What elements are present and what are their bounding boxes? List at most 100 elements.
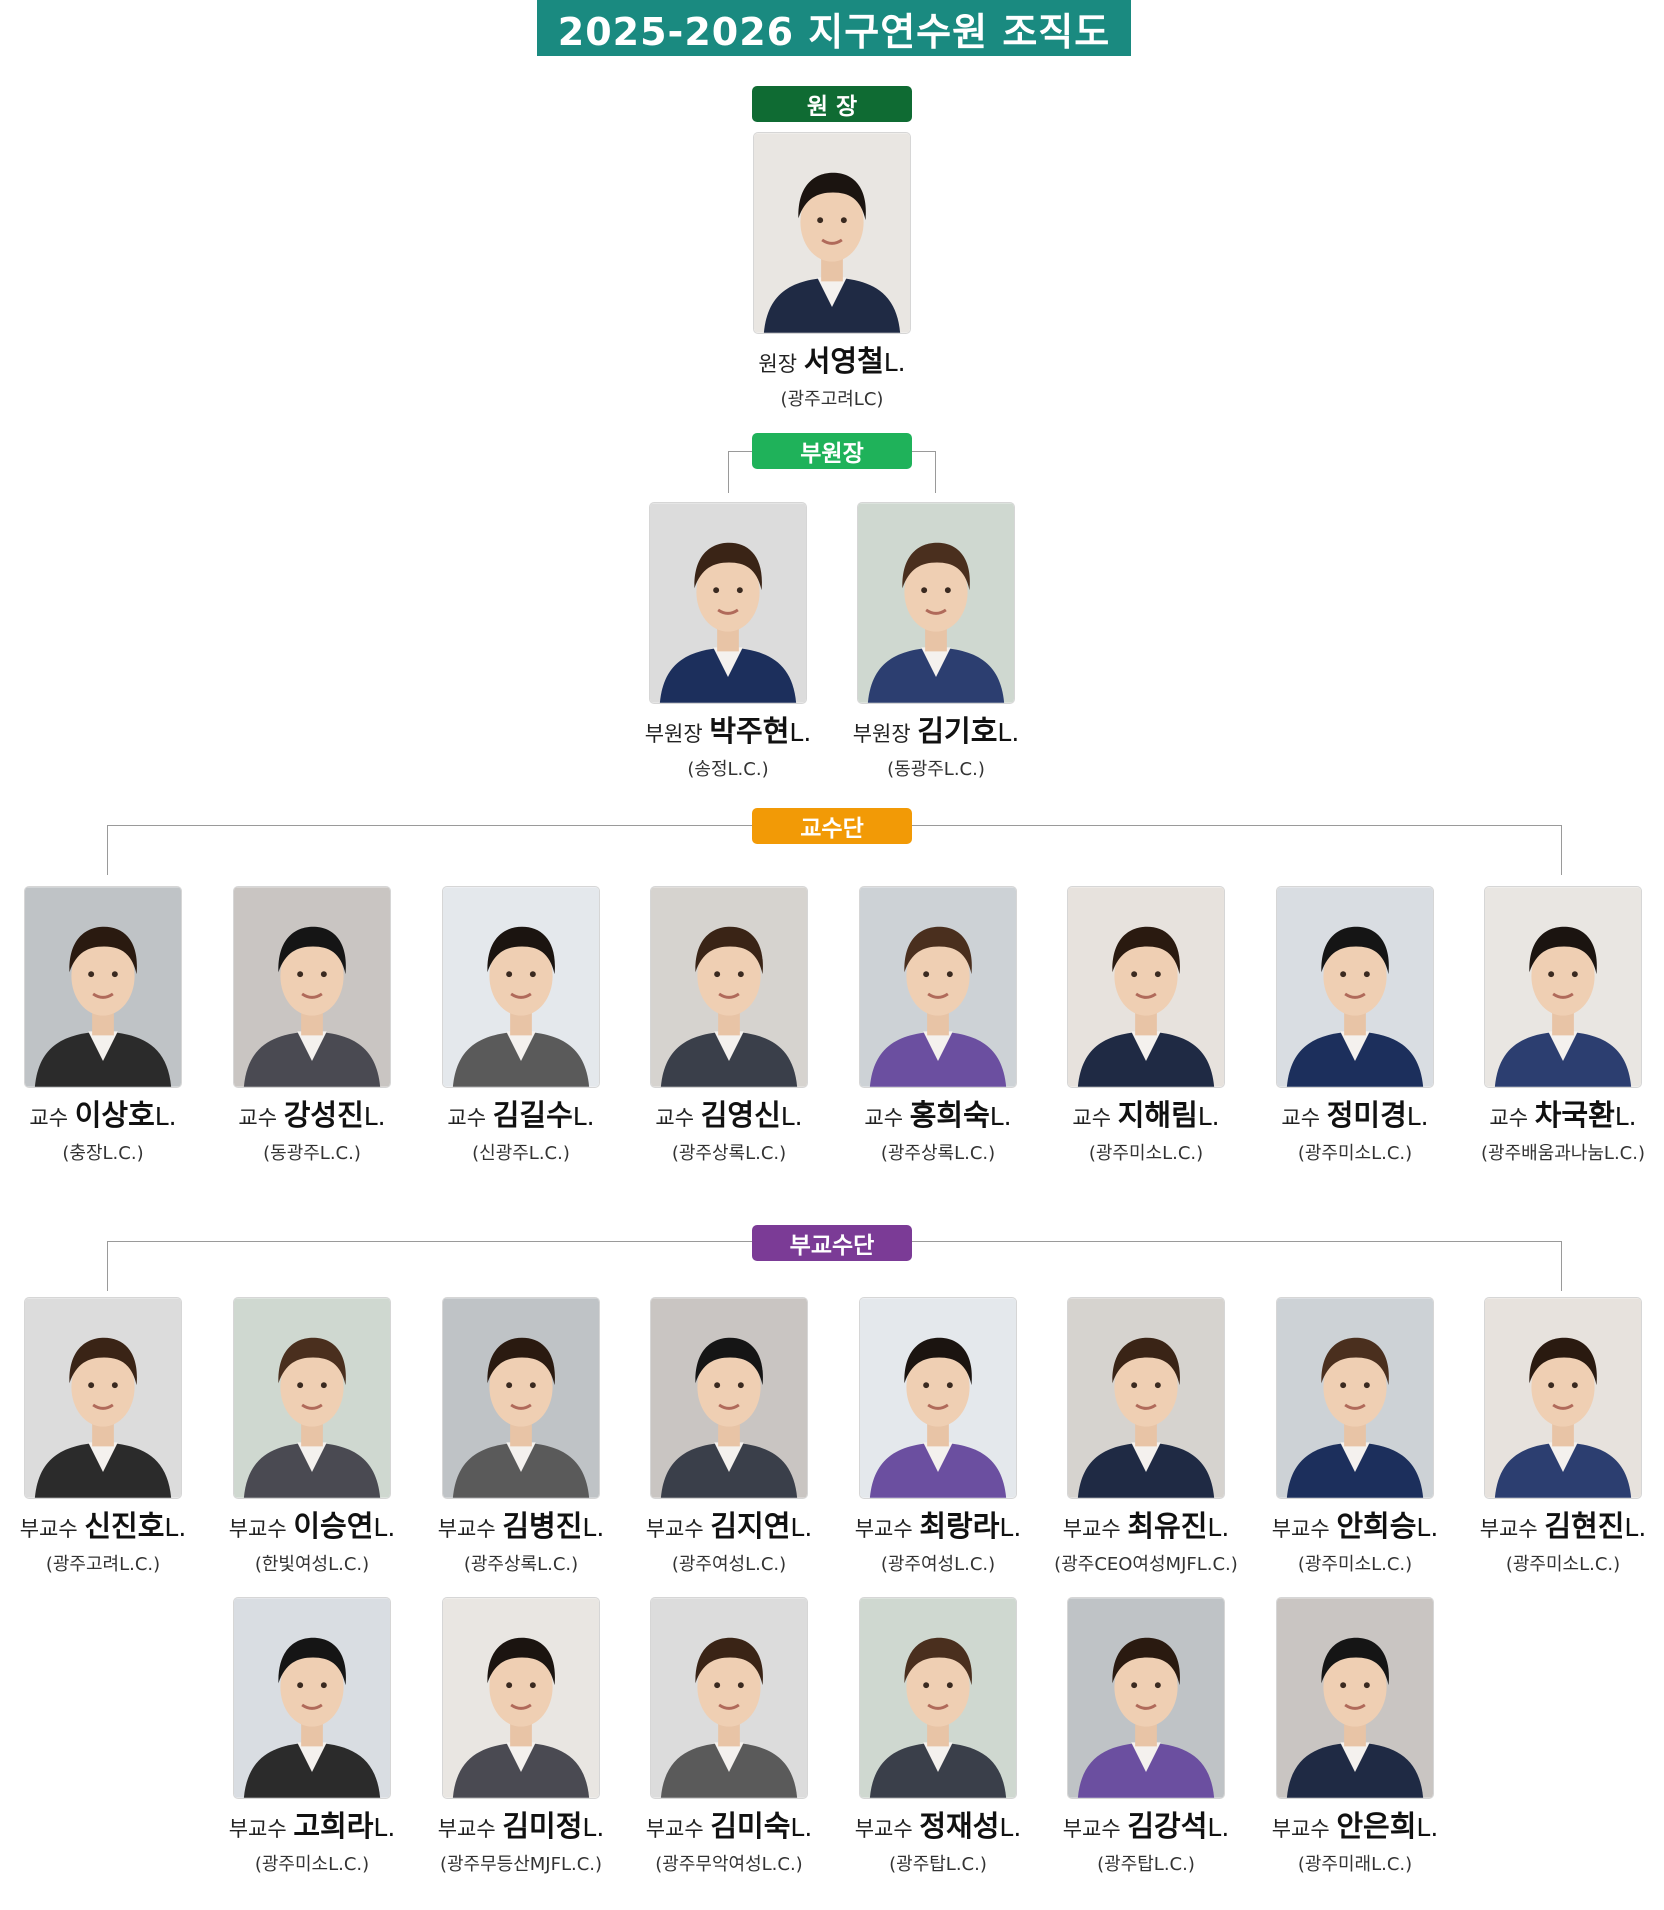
person-name: 서영철	[803, 344, 884, 378]
person-name-line: 부교수 김병진L.	[417, 1509, 625, 1548]
page-title: 2025-2026 지구연수원 조직도	[537, 0, 1131, 56]
person-card: 부원장 박주현L.(송정L.C.)	[624, 502, 832, 781]
person-photo	[233, 1297, 391, 1499]
person-name-suffix: L.	[1197, 1102, 1220, 1131]
person-card: 원장 서영철L.(광주고려LC)	[728, 132, 936, 411]
person-name-suffix: L.	[154, 1102, 177, 1131]
person-role: 부교수	[1062, 1517, 1128, 1541]
person-photo	[859, 886, 1017, 1088]
person-name-suffix: L.	[999, 1813, 1022, 1842]
person-name-suffix: L.	[1614, 1102, 1637, 1131]
person-card: 교수 홍희숙L.(광주상록L.C.)	[834, 886, 1042, 1165]
person-name-suffix: L.	[997, 718, 1020, 747]
person-club: (광주상록L.C.)	[463, 1554, 579, 1575]
person-name: 이상호	[74, 1098, 155, 1132]
person-name-suffix: L.	[790, 1813, 813, 1842]
person-name: 김미정	[502, 1809, 583, 1843]
person-name: 최랑라	[919, 1509, 1000, 1543]
person-role: 부교수	[437, 1517, 503, 1541]
person-name-suffix: L.	[790, 1513, 813, 1542]
person-club: (광주미래L.C.)	[1297, 1854, 1413, 1875]
person-role: 교수	[655, 1106, 701, 1130]
person-photo	[1276, 1297, 1434, 1499]
person-card: 부교수 김현진L. (광주미소L.C.)	[1459, 1297, 1664, 1576]
person-name-suffix: L.	[373, 1513, 396, 1542]
section-label-assistants: 부교수단	[752, 1225, 912, 1261]
person-name-suffix: L.	[164, 1513, 187, 1542]
person-card: 교수 이상호L.(충장L.C.)	[0, 886, 207, 1165]
person-photo	[1067, 1597, 1225, 1799]
person-club: (광주CEO여성MJFL.C.)	[1054, 1554, 1238, 1575]
person-card: 부교수 김미숙L. (광주무악여성L.C.)	[625, 1597, 833, 1876]
person-name-line: 교수 이상호L.	[0, 1098, 207, 1137]
person-name-line: 부교수 이승연L.	[208, 1509, 416, 1548]
person-card: 교수 김길수L.(신광주L.C.)	[417, 886, 625, 1165]
person-role: 교수	[1489, 1106, 1535, 1130]
person-photo	[650, 1597, 808, 1799]
person-name-line: 부교수 안은희L.	[1251, 1809, 1459, 1848]
person-name-line: 교수 홍희숙L.	[834, 1098, 1042, 1137]
person-card: 부교수 안희승L.(광주미소L.C.)	[1251, 1297, 1459, 1576]
person-name-suffix: L.	[582, 1513, 605, 1542]
person-club: (광주미소L.C.)	[1297, 1143, 1413, 1164]
person-club: (광주고려LC)	[780, 389, 884, 410]
person-role: 부교수	[1062, 1817, 1128, 1841]
person-name-line: 교수 정미경L.	[1251, 1098, 1459, 1137]
person-club: (광주무악여성L.C.)	[655, 1854, 803, 1875]
person-photo	[1276, 1597, 1434, 1799]
person-club: (광주탑L.C.)	[889, 1854, 987, 1875]
person-club: (광주미소L.C.)	[1088, 1143, 1204, 1164]
person-role: 부교수	[1271, 1817, 1337, 1841]
person-name-suffix: L.	[1406, 1102, 1429, 1131]
person-photo	[649, 502, 807, 704]
person-name: 강성진	[283, 1098, 364, 1132]
person-role: 교수	[29, 1106, 75, 1130]
person-name: 이승연	[293, 1509, 374, 1543]
person-photo	[753, 132, 911, 334]
person-name-line: 교수 지해림L.	[1042, 1098, 1250, 1137]
person-club: (한빛여성L.C.)	[254, 1554, 370, 1575]
person-photo	[1067, 1297, 1225, 1499]
person-role: 부교수	[228, 1817, 294, 1841]
person-role: 부교수	[854, 1817, 920, 1841]
person-name: 박주현	[709, 714, 790, 748]
person-photo	[857, 502, 1015, 704]
person-name: 지해림	[1117, 1098, 1198, 1132]
person-club: (광주무등산MJFL.C.)	[439, 1854, 603, 1875]
person-card: 부교수 김지연L.(광주여성L.C.)	[625, 1297, 833, 1576]
person-photo	[233, 886, 391, 1088]
person-club: (광주배움과나눔L.C.)	[1480, 1143, 1645, 1164]
person-name-suffix: L.	[1416, 1813, 1439, 1842]
person-name-line: 부교수 김강석L.	[1042, 1809, 1250, 1848]
person-role: 부교수	[854, 1517, 920, 1541]
person-name: 고희라	[293, 1809, 374, 1843]
person-name-line: 부교수 김현진L.	[1459, 1509, 1664, 1548]
person-club: (광주미소L.C.)	[254, 1854, 370, 1875]
person-card: 교수 김영신L.(광주상록L.C.)	[625, 886, 833, 1165]
person-club: (광주상록L.C.)	[671, 1143, 787, 1164]
person-club: (광주미소L.C.)	[1505, 1554, 1621, 1575]
person-card: 교수 차국환L. (광주배움과나눔L.C.)	[1459, 886, 1664, 1165]
person-name: 안희승	[1336, 1509, 1417, 1543]
person-name-suffix: L.	[373, 1813, 396, 1842]
section-label-vice: 부원장	[752, 433, 912, 469]
person-name-line: 교수 차국환L.	[1459, 1098, 1664, 1137]
person-name-line: 부교수 김미정L.	[417, 1809, 625, 1848]
person-name-suffix: L.	[780, 1102, 803, 1131]
person-photo	[24, 1297, 182, 1499]
person-photo	[24, 886, 182, 1088]
person-card: 부교수 신진호L.(광주고려L.C.)	[0, 1297, 207, 1576]
person-name: 정재성	[919, 1809, 1000, 1843]
person-role: 교수	[864, 1106, 910, 1130]
person-name: 김기호	[917, 714, 998, 748]
person-card: 부교수 최유진L.(광주CEO여성MJFL.C.)	[1042, 1297, 1250, 1576]
person-name-line: 부교수 김미숙L.	[625, 1809, 833, 1848]
person-name-line: 부교수 정재성L.	[834, 1809, 1042, 1848]
person-photo	[859, 1597, 1017, 1799]
person-role: 부교수	[1271, 1517, 1337, 1541]
person-card: 부교수 김미정L. (광주무등산MJFL.C.)	[417, 1597, 625, 1876]
person-role: 부교수	[437, 1817, 503, 1841]
person-role: 부원장	[644, 722, 710, 746]
person-photo	[442, 1297, 600, 1499]
person-photo	[442, 886, 600, 1088]
